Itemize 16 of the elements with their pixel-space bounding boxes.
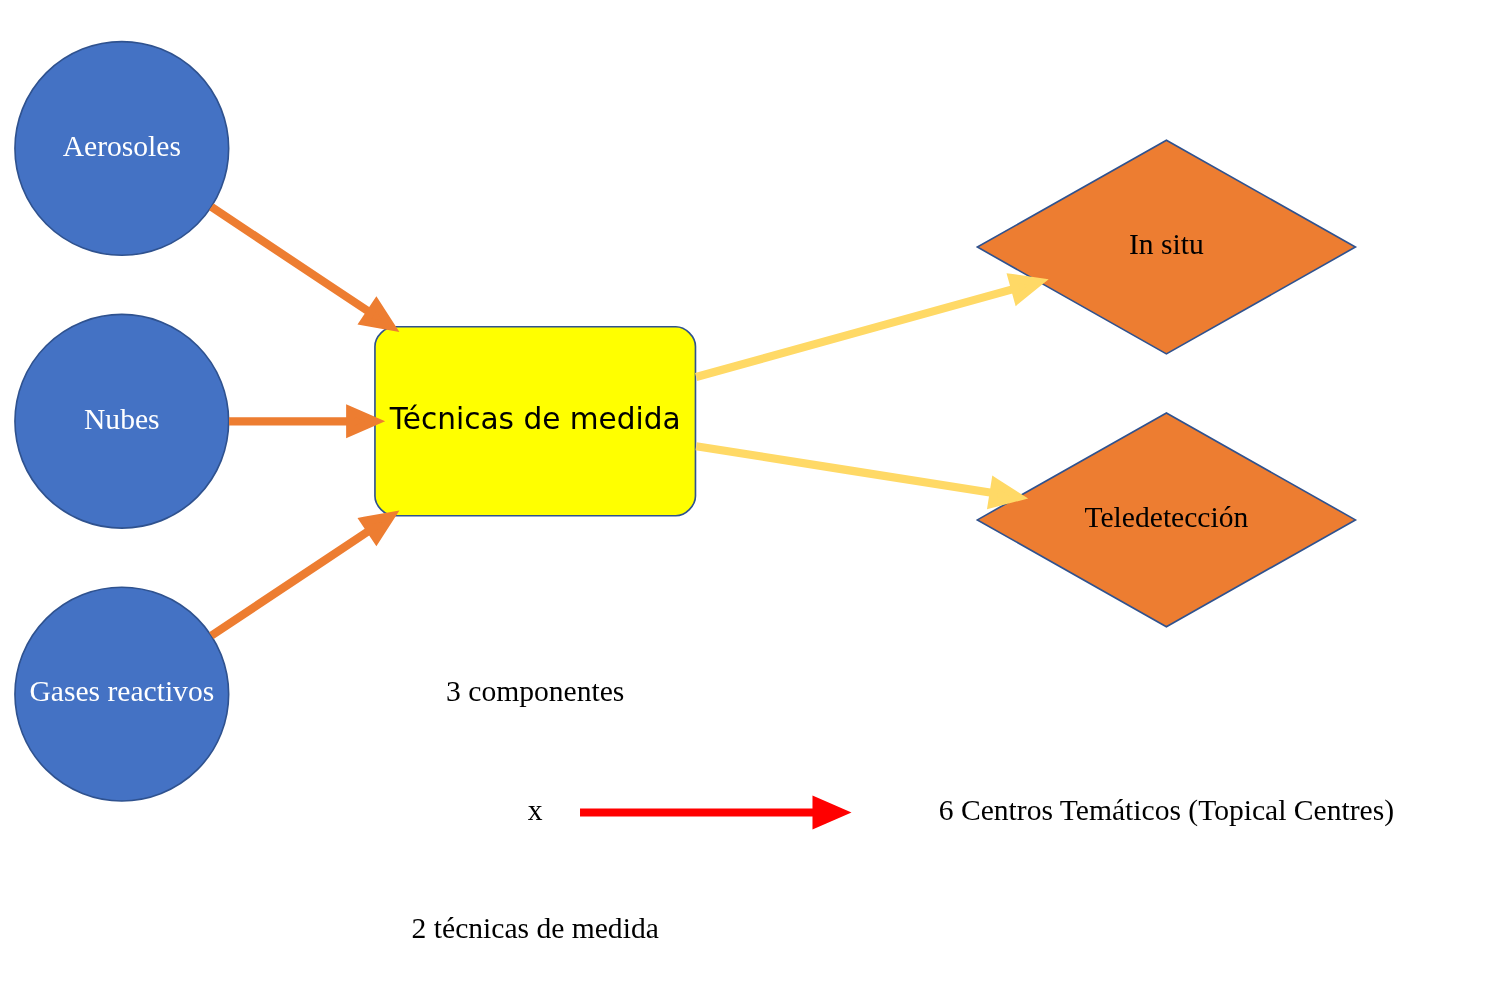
node-circle: Nubes (14, 313, 230, 529)
arrow (229, 403, 386, 438)
node-circle: Gases reactivos (14, 585, 230, 802)
node-box: Técnicas de medida (374, 325, 697, 517)
node-text: 2 técnicas de medida (411, 911, 659, 944)
node-text: x (527, 793, 543, 826)
arrow (209, 203, 400, 332)
node-text: 6 Centros Temáticos (Topical Centres) (938, 793, 1395, 826)
node-diamond: In situ (975, 138, 1358, 355)
arrow (695, 272, 1049, 381)
node-circle: Aerosoles (14, 40, 230, 256)
arrow (209, 510, 400, 639)
node-text: 3 componentes (446, 674, 625, 707)
node-diamond: Teledetección (975, 411, 1358, 628)
arrow (695, 441, 1029, 509)
arrow (580, 794, 852, 830)
